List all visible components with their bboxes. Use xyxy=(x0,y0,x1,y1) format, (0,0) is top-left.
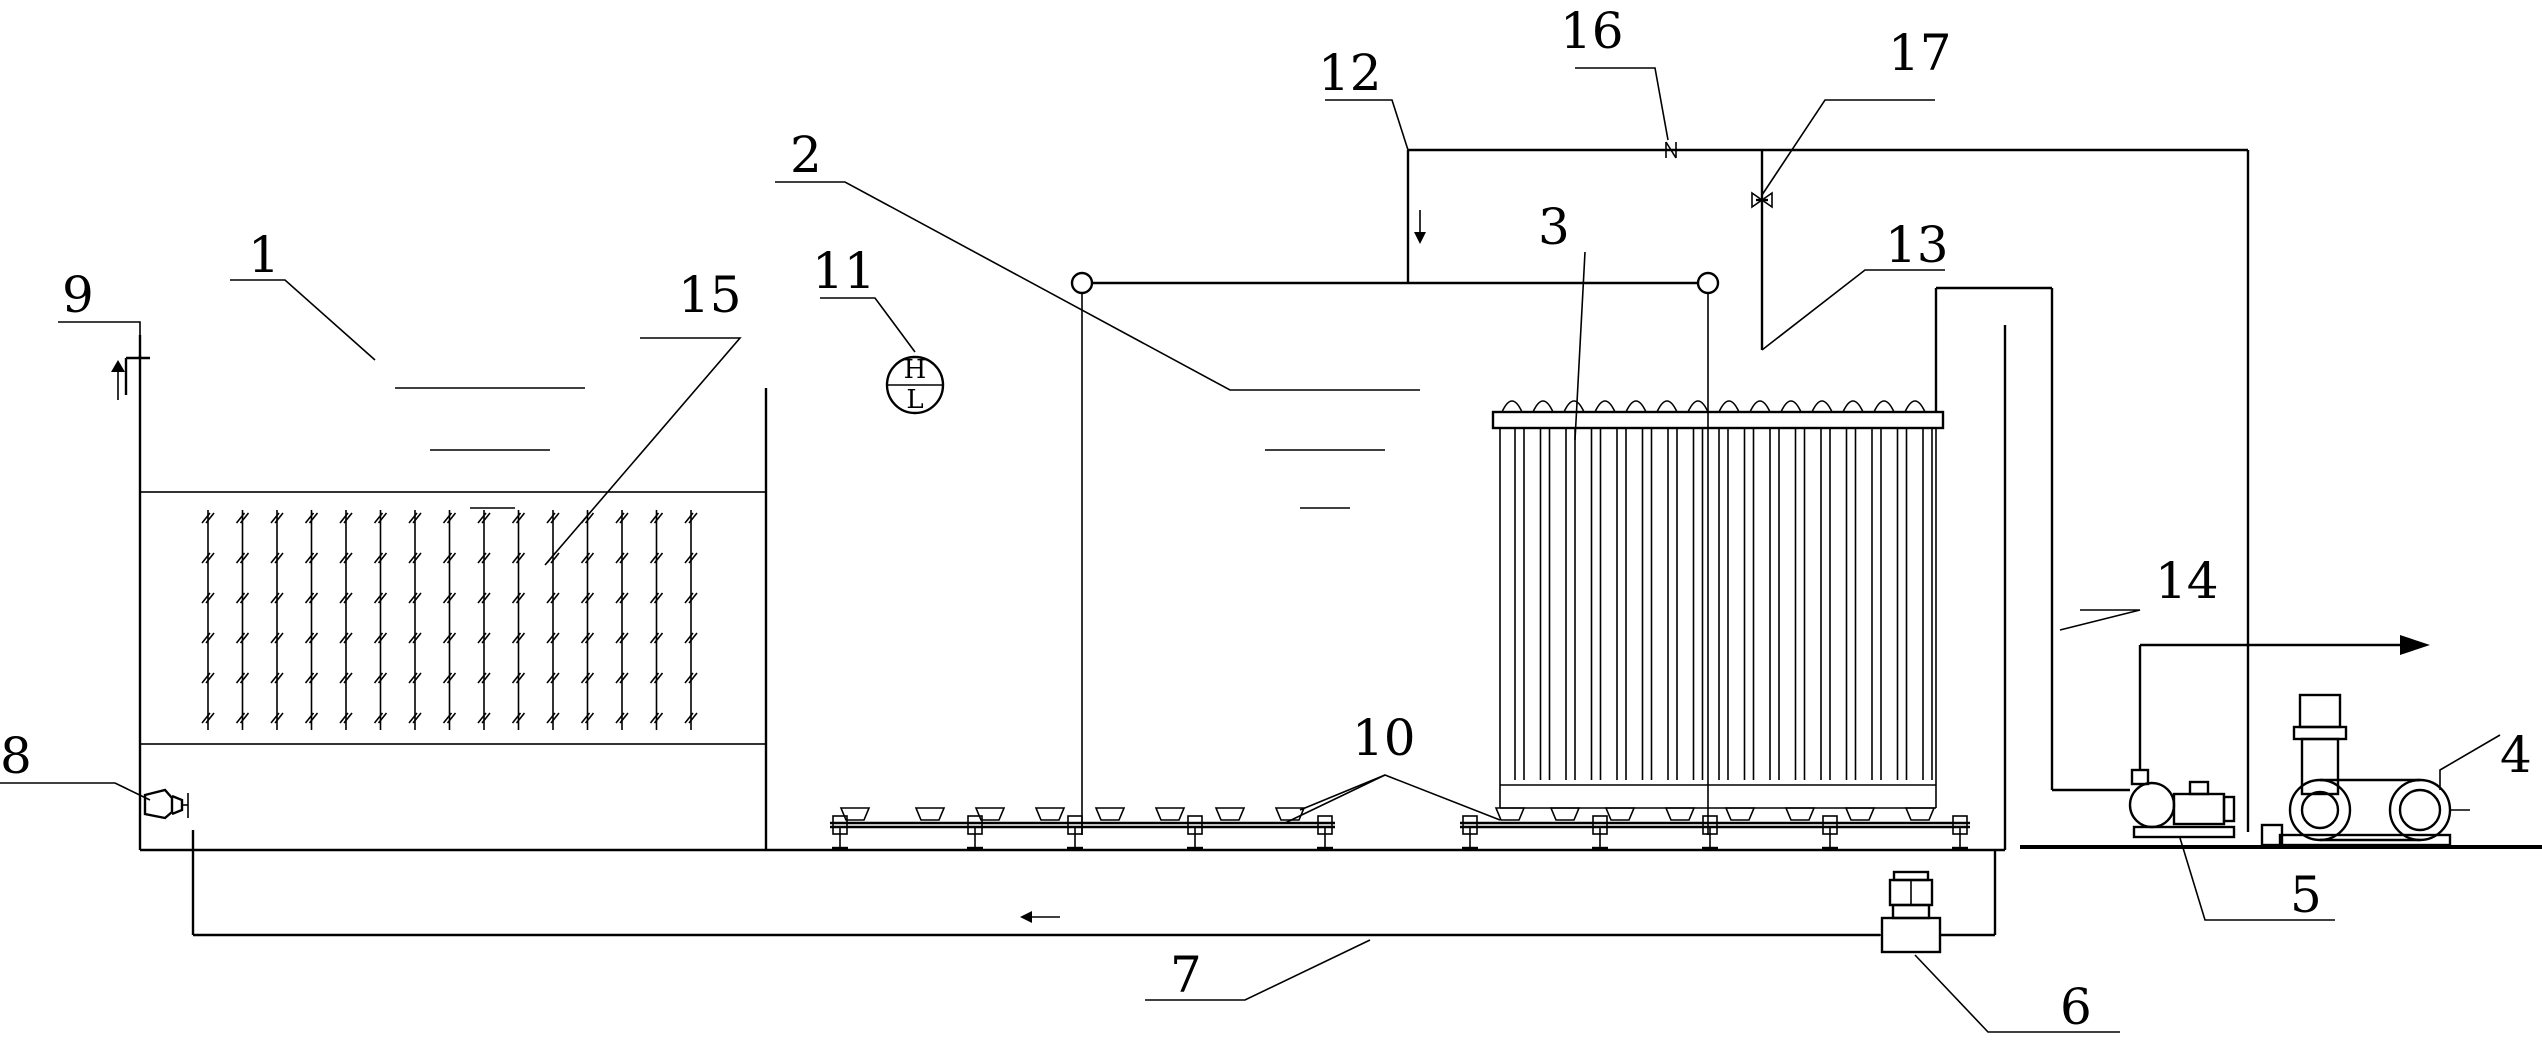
level-switch-11: H L xyxy=(885,355,945,415)
level-switch-low: L xyxy=(906,385,923,415)
label-12: 12 xyxy=(1318,44,1382,102)
diffuser xyxy=(1549,807,1581,821)
leader-lines xyxy=(0,67,2501,1033)
label-2: 2 xyxy=(790,126,822,184)
label-13: 13 xyxy=(1885,216,1949,274)
label-7: 7 xyxy=(1170,946,1202,1004)
diffuser xyxy=(1904,807,1936,821)
pump-5 xyxy=(2128,768,2236,839)
label-11: 11 xyxy=(812,242,876,300)
permeate-line-13 xyxy=(1934,286,2130,792)
vent-pipe-9 xyxy=(111,335,150,400)
tank-2 xyxy=(1265,325,2007,850)
diffuser xyxy=(974,807,1006,821)
diffuser xyxy=(1604,807,1636,821)
blower-4 xyxy=(2260,693,2470,847)
media-module-15 xyxy=(139,491,767,745)
label-10: 10 xyxy=(1352,709,1416,767)
label-6: 6 xyxy=(2060,978,2092,1036)
check-valve-16 xyxy=(1665,141,1677,159)
pump-6 xyxy=(1870,870,1952,954)
diffuser xyxy=(914,807,946,821)
inlet-nozzle-8 xyxy=(143,788,189,820)
label-15: 15 xyxy=(678,266,742,324)
diffuser xyxy=(1034,807,1066,821)
label-17: 17 xyxy=(1888,24,1952,82)
label-4: 4 xyxy=(2500,726,2532,784)
diffuser xyxy=(1154,807,1186,821)
label-1: 1 xyxy=(248,226,280,284)
label-16: 16 xyxy=(1560,2,1624,60)
discharge-line-14 xyxy=(2138,635,2430,770)
diffuser xyxy=(1274,807,1306,821)
diffuser xyxy=(1784,807,1816,821)
diffuser xyxy=(1664,807,1696,821)
diffuser xyxy=(839,807,871,821)
label-5: 5 xyxy=(2290,866,2322,924)
tank-1 xyxy=(138,355,2005,852)
level-switch-high: H xyxy=(904,355,927,385)
label-3: 3 xyxy=(1538,198,1570,256)
label-14: 14 xyxy=(2155,552,2219,610)
return-line-7 xyxy=(191,830,1997,937)
air-line-12 xyxy=(1408,148,2250,832)
membrane-module-3 xyxy=(1491,400,1945,809)
diffuser xyxy=(1844,807,1876,821)
diffuser xyxy=(1494,807,1526,821)
label-8: 8 xyxy=(0,727,32,785)
hoist-rig xyxy=(1070,150,1720,835)
diffuser xyxy=(1094,807,1126,821)
aeration-pipes-10 xyxy=(830,807,1970,850)
label-9: 9 xyxy=(62,266,94,324)
valve-17 xyxy=(1751,191,1773,209)
diffuser xyxy=(1214,807,1246,821)
diffuser xyxy=(1724,807,1756,821)
